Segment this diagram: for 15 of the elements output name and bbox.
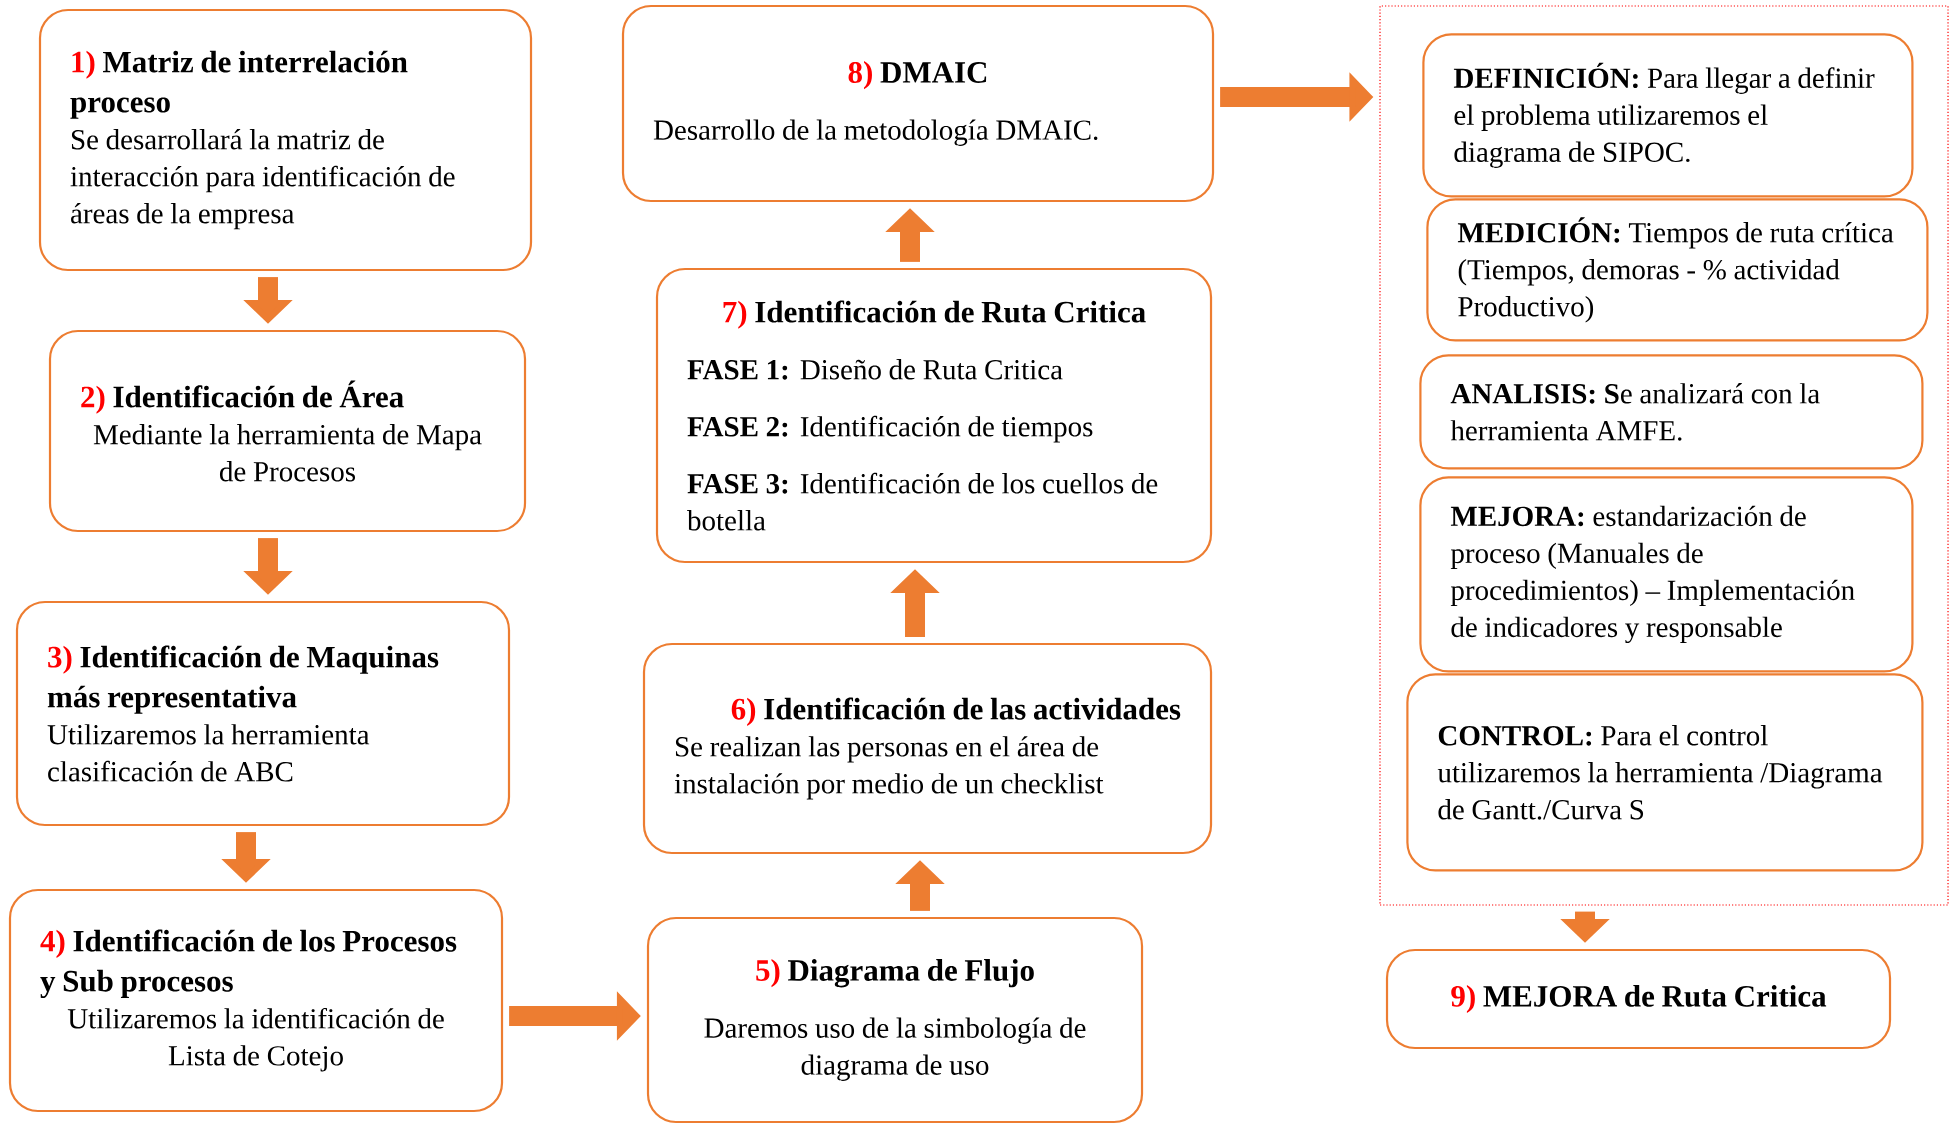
process-box: CONTROL: Para el control utilizaremos la herramienta /Diagrama de Gantt./Curva S	[1406, 673, 1924, 872]
process-box: 7) Identificación de Ruta Critica FASE 1: Diseño de Ruta Critica FASE 2: Identificación de tiempos FASE 3: Identificación de los cuellos de botella	[655, 267, 1213, 564]
process-box: 3) Identificación de Maquinas más representativa Utilizaremos la herramienta clasificación de ABC	[15, 600, 511, 827]
process-box: MEDICIÓN: Tiempos de ruta crítica (Tiempos, demoras - % actividad Productivo)	[1426, 198, 1929, 342]
process-box: 8) DMAIC Desarrollo de la metodología DMAIC.	[621, 4, 1215, 203]
process-box: MEJORA: estandarización de proceso (Manuales de procedimientos) – Implementación de indicadores y responsable	[1419, 476, 1914, 673]
process-box: 2) Identificación de Área Mediante la herramienta de Mapa de Procesos	[48, 329, 527, 533]
process-box: 9) MEJORA de Ruta Critica	[1385, 948, 1892, 1050]
process-box: 4) Identificación de los Procesos y Sub procesos Utilizaremos la identificación de Lista de Cotejo	[8, 888, 504, 1113]
process-box: DEFINICIÓN: Para llegar a definir el problema utilizaremos el diagrama de SIPOC.	[1422, 33, 1914, 198]
process-box: ANALISIS: Se analizará con la herramienta AMFE.	[1419, 354, 1924, 470]
process-box: 1) Matriz de interrelación proceso Se desarrollará la matriz de interacción para identificación de áreas de la empresa	[38, 8, 533, 272]
process-box: 5) Diagrama de Flujo Daremos uso de la simbología de diagrama de uso	[646, 916, 1144, 1124]
process-box: 6) Identificación de las actividades Se realizan las personas en el área de instalación por medio de un checklist	[642, 642, 1213, 855]
dashed-group-frame	[1379, 5, 1949, 906]
